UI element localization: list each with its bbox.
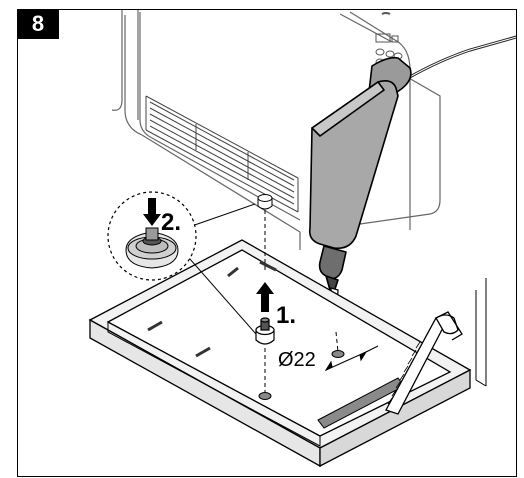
foot-pad-icon <box>255 317 275 345</box>
saw-icon <box>385 311 463 415</box>
arrow-up-icon <box>256 282 274 312</box>
cabinet-slots <box>147 260 277 358</box>
alignment-lines <box>264 210 339 392</box>
dimension-marker <box>324 345 379 372</box>
step-1-label: 1. <box>276 302 296 329</box>
figure-number-badge: 8 <box>17 9 59 39</box>
arrow-down-icon <box>143 198 161 226</box>
power-cord <box>407 35 516 80</box>
step-2-label: 2. <box>161 209 181 236</box>
detail-circle <box>107 191 197 281</box>
drill-icon <box>308 56 412 293</box>
wall-edge <box>475 278 487 387</box>
appliance-foot <box>257 194 273 210</box>
appliance-body <box>111 10 441 250</box>
detail-leaders <box>181 203 257 335</box>
vent-grille <box>145 95 299 213</box>
drill-holes <box>258 350 345 400</box>
dimension-label: Ø22 <box>278 349 316 371</box>
